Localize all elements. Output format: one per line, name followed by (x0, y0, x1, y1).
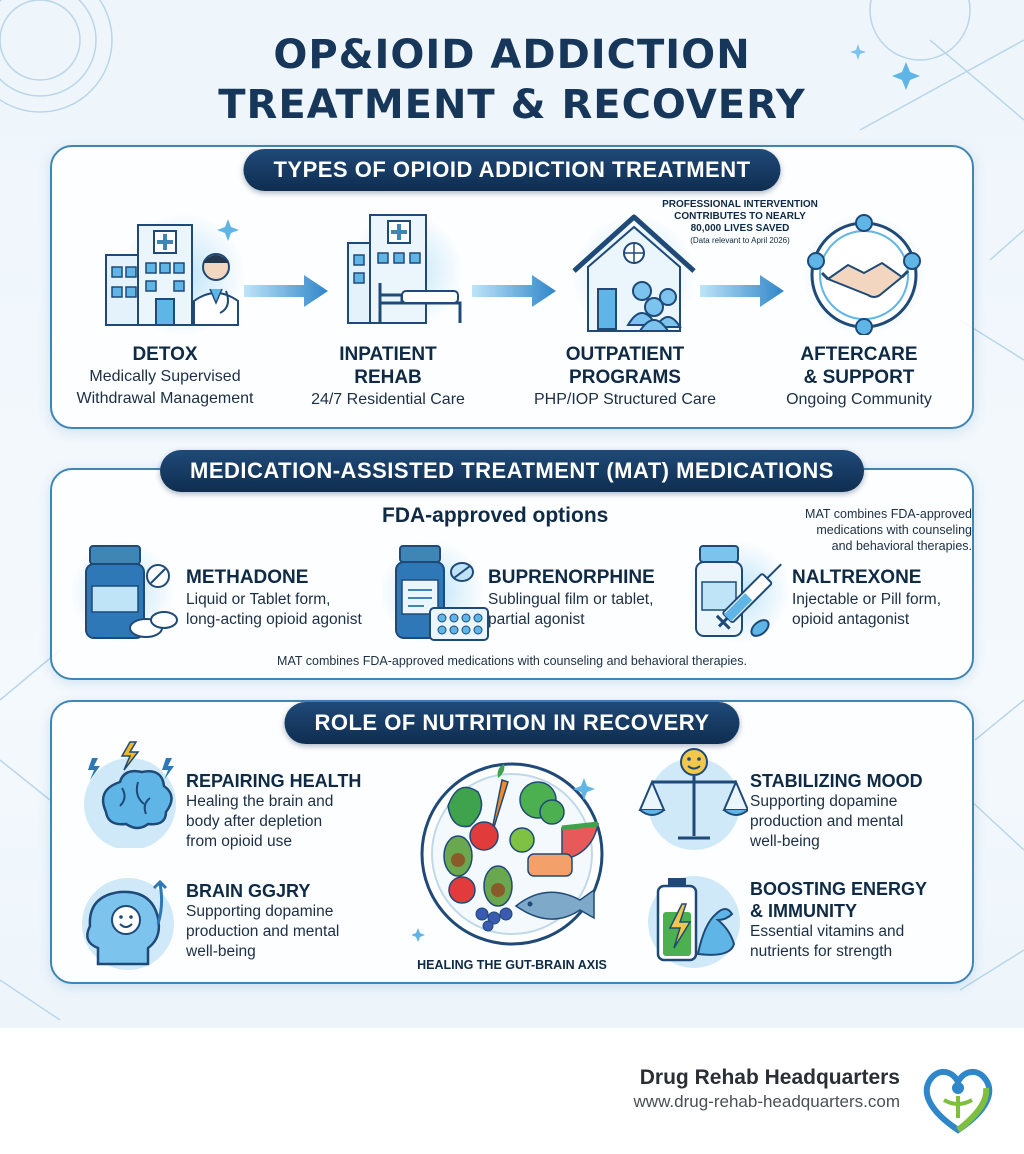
nutrition-heading: ROLE OF NUTRITION IN RECOVERY (284, 702, 740, 744)
treatment-types-section: TYPES OF OPIOID ADDICTION TREATMENT (50, 145, 974, 429)
med-buprenorphine: BUPRENORPHINE Sublingual film or tablet,… (488, 567, 655, 628)
fda-subheading: FDA-approved options (382, 504, 609, 527)
title-line-2: TREATMENT & RECOVERY (218, 82, 806, 128)
inpatient-bed-icon (347, 213, 463, 329)
nutrition-boosting-energy: BOOSTING ENERGY & IMMUNITY Essential vit… (750, 879, 928, 960)
handshake-support-icon (802, 213, 926, 335)
med-methadone: METHADONE Liquid or Tablet form, long-ac… (186, 567, 362, 628)
nutrition-section: ROLE OF NUTRITION IN RECOVERY REPAIRING … (50, 700, 974, 984)
step-inpatient-rehab: INPATIENT REHAB 24/7 Residential Care (311, 344, 465, 408)
balance-scale-icon (638, 748, 748, 850)
nutrition-repairing-health: REPAIRING HEALTH Healing the brain and b… (186, 771, 362, 850)
mat-footnote: MAT combines FDA-approved medications wi… (277, 654, 747, 668)
brand-logo-icon (923, 1069, 993, 1134)
med-naltrexone: NALTREXONE Injectable or Pill form, opio… (792, 567, 942, 628)
mat-heading: MEDICATION-ASSISTED TREATMENT (MAT) MEDI… (160, 450, 864, 492)
hospital-doctor-icon (105, 215, 245, 335)
mat-medications-section: MEDICATION-ASSISTED TREATMENT (MAT) MEDI… (50, 450, 974, 680)
step-outpatient-programs: OUTPATIENT PROGRAMS PHP/IOP Structured C… (534, 344, 716, 408)
arrow-right-icon (244, 275, 328, 307)
treatment-types-heading: TYPES OF OPIOID ADDICTION TREATMENT (243, 149, 781, 191)
arrow-right-icon (700, 275, 784, 307)
brand-name: Drug Rehab Headquarters (639, 1066, 900, 1089)
naltrexone-syringe-icon (688, 540, 790, 644)
stat-line-3: 80,000 LIVES SAVED (690, 223, 790, 234)
page-title: OP&IOID ADDICTION TREATMENT & RECOVERY (0, 30, 1024, 130)
happy-head-icon (82, 878, 174, 970)
stat-line-1: PROFESSIONAL INTERVENTION (662, 199, 818, 210)
stat-line-2: CONTRIBUTES TO NEARLY (674, 211, 806, 222)
stat-note: (Data relevant to April 2026) (690, 236, 790, 245)
arrow-right-icon (472, 275, 556, 307)
methadone-bottle-icon (72, 540, 178, 644)
nutrition-stabilizing-mood: STABILIZING MOOD Supporting dopamine pro… (750, 771, 923, 850)
title-line-1: OP&IOID ADDICTION (273, 32, 751, 78)
battery-muscle-icon (648, 876, 740, 968)
brain-lightning-icon (84, 741, 176, 848)
step-detox: DETOX Medically Supervised Withdrawal Ma… (76, 344, 254, 407)
healthy-food-plate-icon (412, 762, 604, 946)
footer: Drug Rehab Headquarters www.drug-rehab-h… (0, 1028, 1024, 1154)
outpatient-house-icon (572, 214, 696, 337)
step-aftercare-support: AFTERCARE & SUPPORT Ongoing Community (786, 344, 932, 408)
plate-caption: HEALING THE GUT-BRAIN AXIS (417, 958, 607, 972)
brand-url[interactable]: www.drug-rehab-headquarters.com (633, 1092, 900, 1111)
buprenorphine-bottle-icon (382, 540, 489, 644)
lives-saved-stat: PROFESSIONAL INTERVENTION CONTRIBUTES TO… (650, 199, 830, 247)
mat-side-note: MAT combines FDA-approved medications wi… (805, 507, 972, 553)
nutrition-brain-recovery: BRAIN GGJRY Supporting dopamine producti… (186, 881, 340, 960)
